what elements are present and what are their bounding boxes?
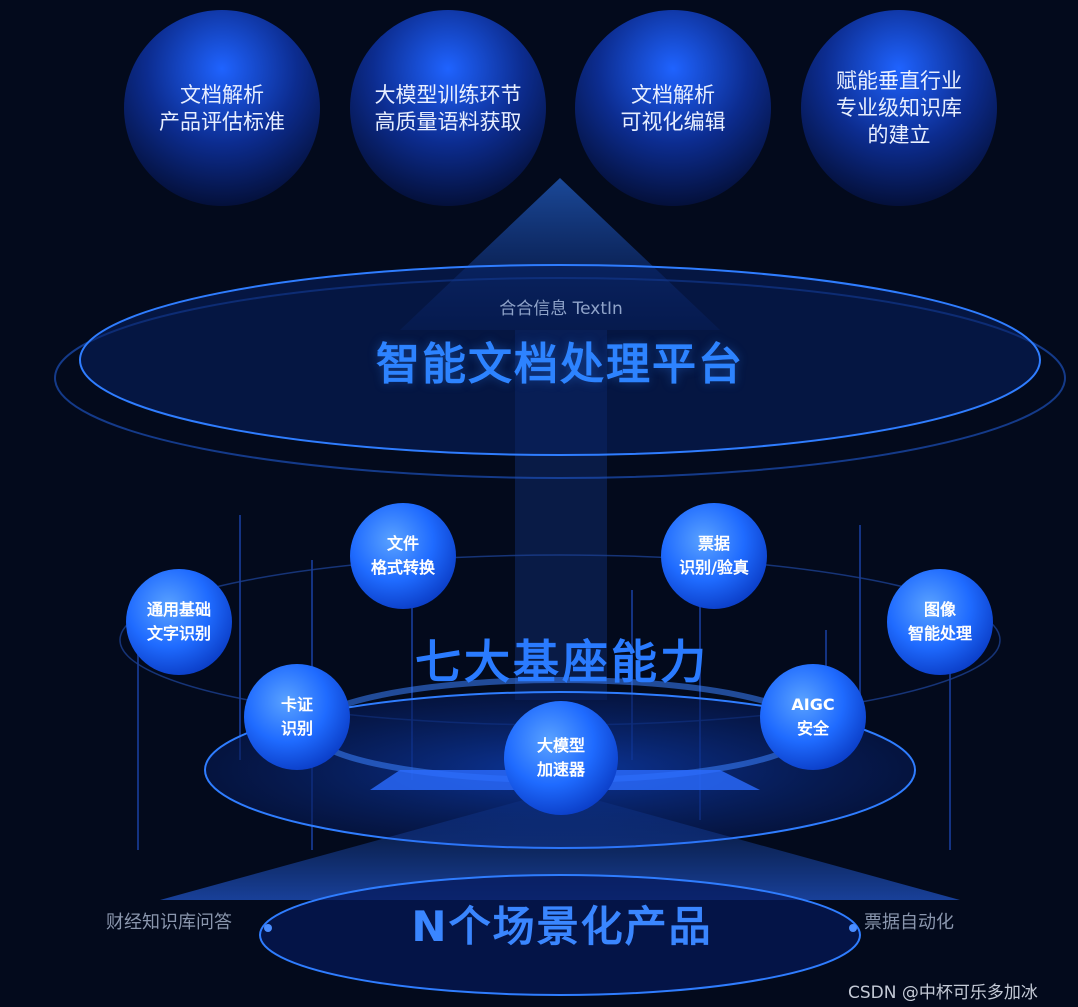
products-cone: [160, 790, 960, 900]
top-circle-label: 文档解析 产品评估标准: [159, 83, 285, 134]
product-right-label: 票据自动化: [864, 912, 954, 933]
capability-label: 文件 格式转换: [370, 534, 435, 577]
capability-label: 图像 智能处理: [907, 600, 972, 643]
capability-circle: [887, 569, 993, 675]
products-ellipse: [259, 874, 861, 996]
capability-circles: [126, 503, 993, 815]
top-circles: [124, 10, 997, 206]
platform-brand: 合合信息 TextIn: [499, 299, 623, 319]
top-circle: [801, 10, 997, 206]
base-title: 七大基座能力: [415, 635, 709, 689]
watermark: CSDN @中杯可乐多加冰: [848, 983, 1038, 1003]
capability-circle: [661, 503, 767, 609]
capability-label: 卡证 识别: [280, 695, 313, 738]
right-product-dot: [849, 924, 857, 932]
platform-title: 智能文档处理平台: [376, 339, 744, 390]
top-circle: [350, 10, 546, 206]
capability-circle: [760, 664, 866, 770]
capability-circle: [504, 701, 618, 815]
top-circle: [575, 10, 771, 206]
capability-circle: [244, 664, 350, 770]
capability-circle: [350, 503, 456, 609]
top-circle-label: 大模型训练环节 高质量语料获取: [374, 83, 522, 134]
top-circle-label: 赋能垂直行业 专业级知识库 的建立: [836, 69, 962, 147]
capability-label: 通用基础 文字识别: [146, 600, 211, 643]
top-circle-label: 文档解析 可视化编辑: [620, 83, 726, 134]
capability-label: 大模型 加速器: [536, 736, 585, 779]
platform-ring: [79, 264, 1041, 456]
capability-label: 票据 识别/验真: [679, 534, 749, 577]
product-left-label: 财经知识库问答: [106, 912, 232, 933]
top-circle: [124, 10, 320, 206]
capability-circle: [126, 569, 232, 675]
products-title: N个场景化产品: [411, 902, 713, 951]
left-product-dot: [264, 924, 272, 932]
capability-label: AIGC 安全: [791, 695, 835, 738]
